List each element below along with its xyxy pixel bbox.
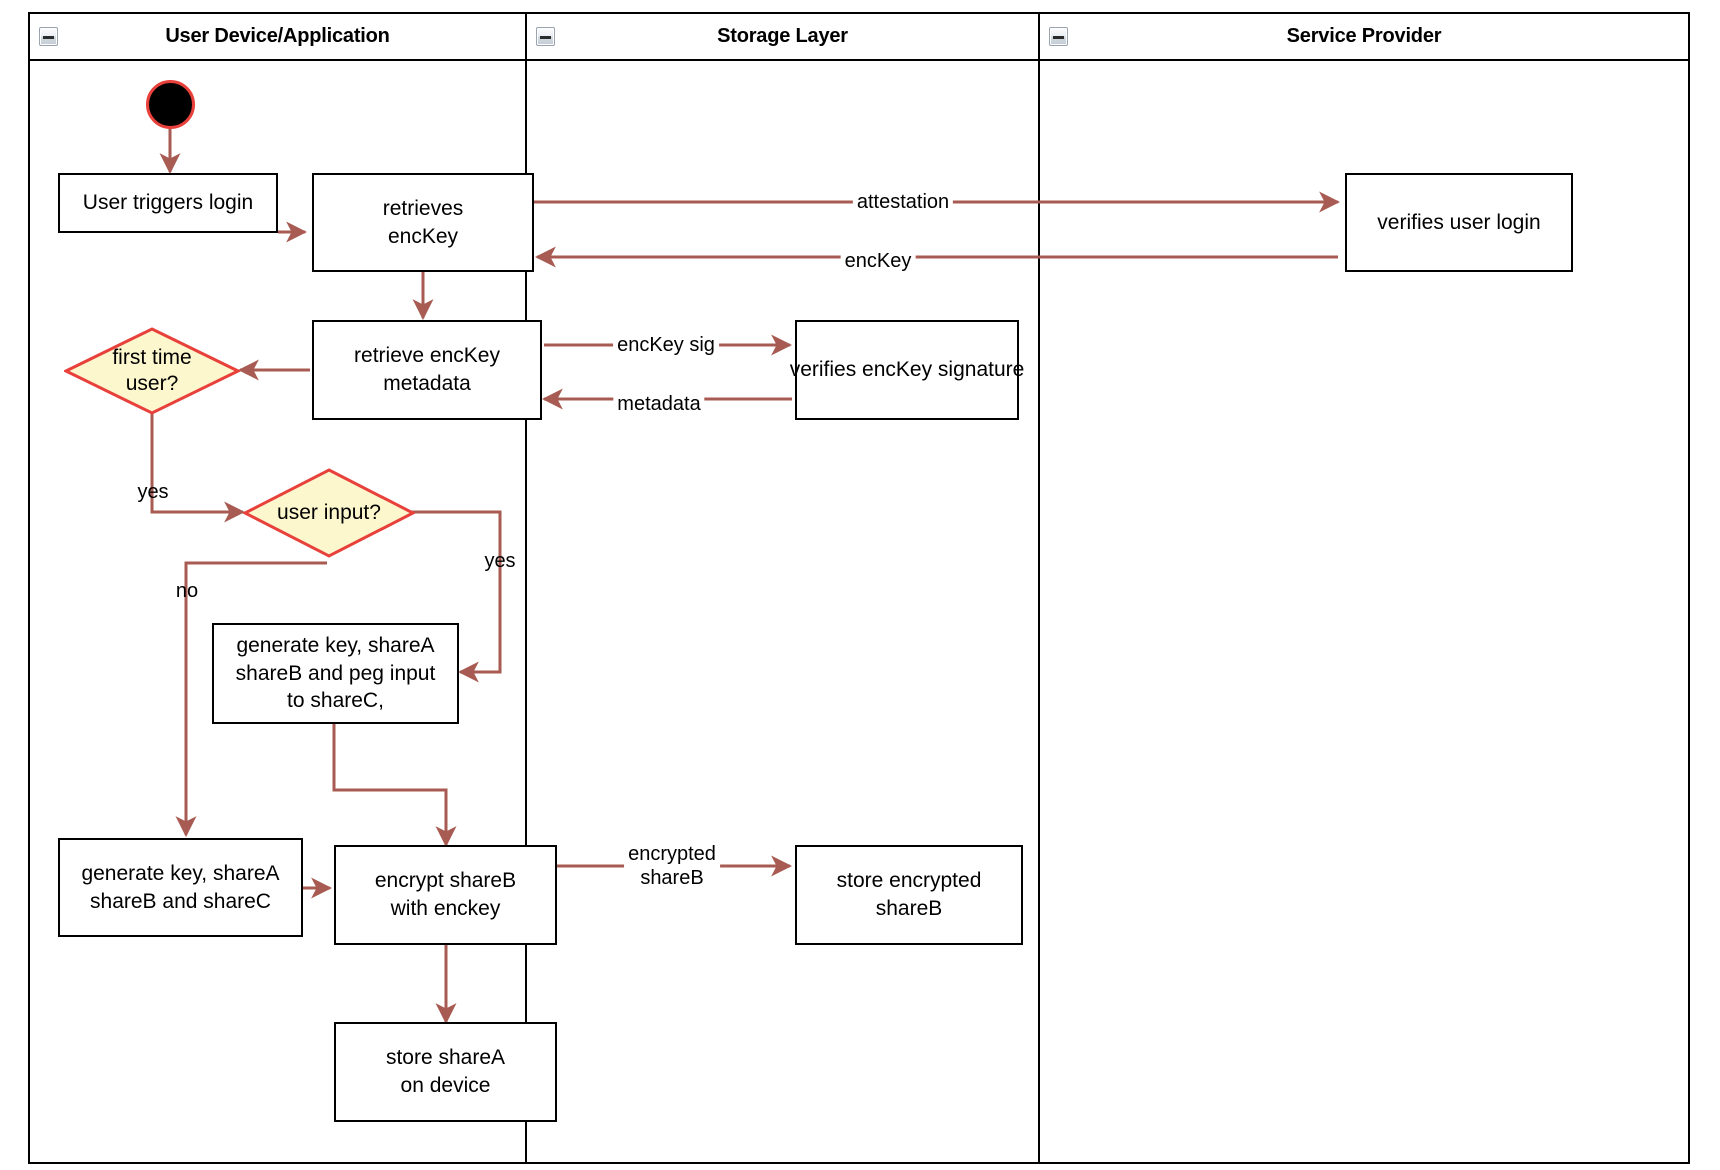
activity-encrypt-shareb[interactable]: encrypt shareB with enckey bbox=[334, 845, 557, 945]
activity-store-encrypted-shareb[interactable]: store encrypted shareB bbox=[795, 845, 1023, 945]
edge-label-enckey: encKey bbox=[840, 249, 916, 273]
edge-label-user-input-yes: yes bbox=[484, 550, 516, 572]
edge-label-enckey-sig: encKey sig bbox=[613, 333, 719, 357]
diamond-shape bbox=[64, 327, 240, 415]
decision-user-input[interactable]: user input? bbox=[243, 468, 415, 558]
minus-collapse-icon[interactable] bbox=[39, 27, 58, 46]
lane-title-storage-layer: Storage Layer bbox=[717, 25, 848, 47]
activity-store-sharea[interactable]: store shareA on device bbox=[334, 1022, 557, 1122]
edge-label-encrypted-shareb: encrypted shareB bbox=[624, 842, 720, 890]
activity-retrieve-enckey-metadata[interactable]: retrieve encKey metadata bbox=[312, 320, 542, 420]
lane-header-storage-layer[interactable]: Storage Layer bbox=[527, 14, 1040, 61]
minus-collapse-icon[interactable] bbox=[1049, 27, 1068, 46]
initial-node-icon bbox=[146, 80, 195, 129]
lane-body-storage-layer bbox=[527, 61, 1040, 1162]
activity-generate-peg-input[interactable]: generate key, shareA shareB and peg inpu… bbox=[212, 623, 459, 724]
edge-label-metadata: metadata bbox=[613, 392, 705, 416]
lane-title-user-device: User Device/Application bbox=[165, 25, 390, 47]
diamond-shape bbox=[243, 468, 415, 558]
activity-verifies-enckey-signature-label: verifies encKey signature bbox=[789, 358, 1025, 382]
edge-label-user-input-no: no bbox=[175, 580, 199, 602]
lane-body-user-device bbox=[30, 61, 527, 1162]
lane-header-user-device[interactable]: User Device/Application bbox=[30, 14, 527, 61]
activity-verifies-user-login[interactable]: verifies user login bbox=[1345, 173, 1573, 272]
activity-retrieves-enckey[interactable]: retrieves encKey bbox=[312, 173, 534, 272]
minus-collapse-icon[interactable] bbox=[536, 27, 555, 46]
activity-verifies-enckey-signature[interactable]: verifies encKey signature bbox=[790, 320, 1024, 420]
lane-title-service-provider: Service Provider bbox=[1286, 25, 1442, 47]
activity-user-triggers-login[interactable]: User triggers login bbox=[58, 173, 278, 233]
activity-generate-shares[interactable]: generate key, shareA shareB and shareC bbox=[58, 838, 303, 937]
edge-label-attestation: attestation bbox=[852, 190, 954, 214]
lane-header-service-provider[interactable]: Service Provider bbox=[1040, 14, 1688, 61]
decision-first-time-user[interactable]: first time user? bbox=[64, 327, 240, 415]
edge-label-first-time-yes: yes bbox=[137, 481, 169, 503]
